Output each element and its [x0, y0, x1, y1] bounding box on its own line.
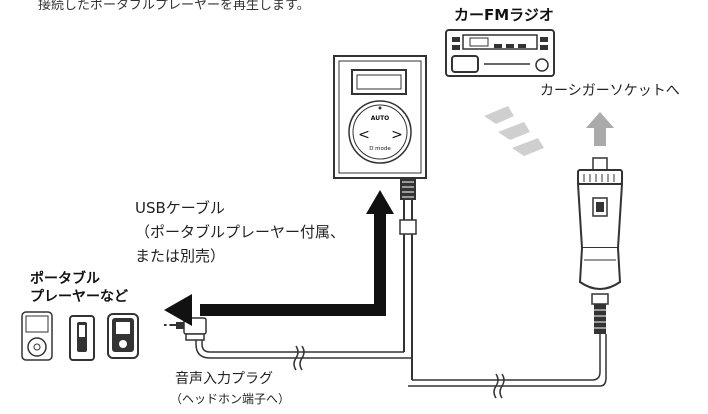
usb-cable-label: USBケーブル （ポータブルプレーヤー付属、 または別売）: [135, 196, 345, 268]
portable-player-2-icon: [69, 315, 95, 361]
device-dmode-label: D mode: [369, 146, 391, 152]
audio-cable: [195, 336, 412, 371]
radio-wave-icon: [484, 106, 544, 156]
usb-label-line2: （ポータブルプレーヤー付属、: [135, 223, 346, 241]
portable-player-3-icon: [107, 313, 139, 359]
usb-cable-arrow: [164, 190, 394, 326]
cigarette-adapter-icon: [576, 157, 624, 334]
portable-player-1-icon: [21, 311, 53, 361]
device-auto-label: AUTO: [371, 115, 390, 122]
up-arrow-icon: [586, 112, 614, 146]
radio-title: カーFMラジオ: [454, 6, 554, 24]
adapter-cable: [408, 334, 607, 399]
plug-label: 音声入力プラグ: [175, 371, 273, 387]
device-right-button: >: [391, 127, 403, 143]
intro-text: 接続したポータブルプレーヤーを再生します。: [38, 0, 310, 13]
player-label: ポータブル プレーヤーなど: [30, 270, 128, 306]
fm-transmitter-device: AUTO < > D mode: [333, 55, 427, 179]
device-left-button: <: [358, 127, 370, 143]
car-radio-icon: [445, 29, 555, 77]
usb-label-line3: または別売）: [135, 247, 226, 265]
device-cable: [399, 178, 417, 380]
player-label-line2: プレーヤーなど: [30, 289, 128, 305]
plug-sub-label: （ヘッドホン端子へ）: [170, 392, 291, 406]
player-label-line1: ポータブル: [30, 271, 100, 287]
socket-label: カーシガーソケットへ: [540, 83, 680, 99]
usb-label-line1: USBケーブル: [135, 199, 225, 217]
